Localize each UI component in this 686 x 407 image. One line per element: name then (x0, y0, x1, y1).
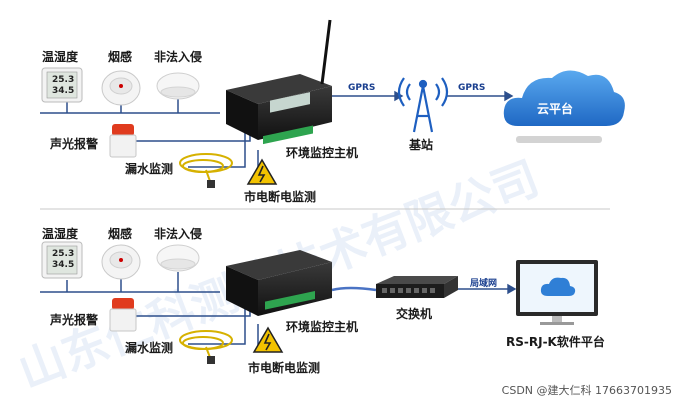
label-base-station: 基站 (409, 138, 434, 152)
alarm-icon (109, 124, 137, 158)
smoke-detector-icon (101, 70, 141, 106)
label-switch: 交换机 (396, 307, 433, 321)
label-alarm: 声光报警 (50, 137, 99, 151)
label-lan: 局域网 (470, 279, 498, 289)
label-intrusion: 非法入侵 (154, 50, 203, 64)
label-leak: 漏水监测 (125, 162, 174, 176)
power-warning-icon (246, 158, 278, 185)
label-cloud: 云平台 (537, 102, 574, 116)
network-switch-icon (376, 276, 458, 298)
label-power: 市电断电监测 (244, 190, 317, 204)
cloud-caption-blur (516, 136, 602, 143)
monitoring-host-icon-2 (226, 250, 332, 316)
sensor-reading-1: 25.3 (52, 75, 75, 85)
smoke-detector-icon-2 (101, 244, 141, 280)
intrusion-sensor-icon-2 (156, 244, 200, 272)
label-power-2: 市电断电监测 (248, 361, 321, 375)
base-station-icon (397, 77, 449, 133)
bottom-wires (40, 272, 259, 345)
intrusion-sensor-icon (156, 72, 200, 100)
monitor-icon (516, 260, 598, 325)
label-host: 环境监控主机 (286, 146, 359, 160)
label-host-2: 环境监控主机 (286, 320, 359, 334)
label-smoke: 烟感 (108, 50, 133, 64)
ethernet-cable (331, 286, 377, 292)
sensor-reading-1-b: 25.3 (52, 249, 75, 259)
power-warning-icon-2 (252, 326, 284, 353)
label-leak-2: 漏水监测 (125, 341, 174, 355)
sensor-reading-2: 34.5 (52, 86, 75, 96)
cloud-icon (503, 70, 625, 126)
sensor-reading-2-b: 34.5 (52, 260, 75, 270)
label-intrusion-2: 非法入侵 (154, 227, 203, 241)
footer-credit: CSDN @建大仁科 17663701935 (501, 384, 672, 397)
label-alarm-2: 声光报警 (50, 313, 99, 327)
label-temp-humidity: 温湿度 (42, 50, 79, 64)
monitoring-host-icon (226, 19, 332, 145)
alarm-icon-2 (109, 298, 137, 332)
label-smoke-2: 烟感 (108, 227, 133, 241)
leak-sensor-icon (179, 153, 233, 188)
temp-humidity-sensor-icon-2 (41, 241, 83, 279)
label-gprs-right: GPRS (458, 83, 486, 93)
temp-humidity-sensor-icon (41, 67, 83, 103)
leak-sensor-icon-2 (179, 330, 233, 364)
label-software: RS-RJ-K软件平台 (506, 335, 605, 349)
label-temp-humidity-2: 温湿度 (42, 227, 79, 241)
label-gprs-left: GPRS (348, 83, 376, 93)
